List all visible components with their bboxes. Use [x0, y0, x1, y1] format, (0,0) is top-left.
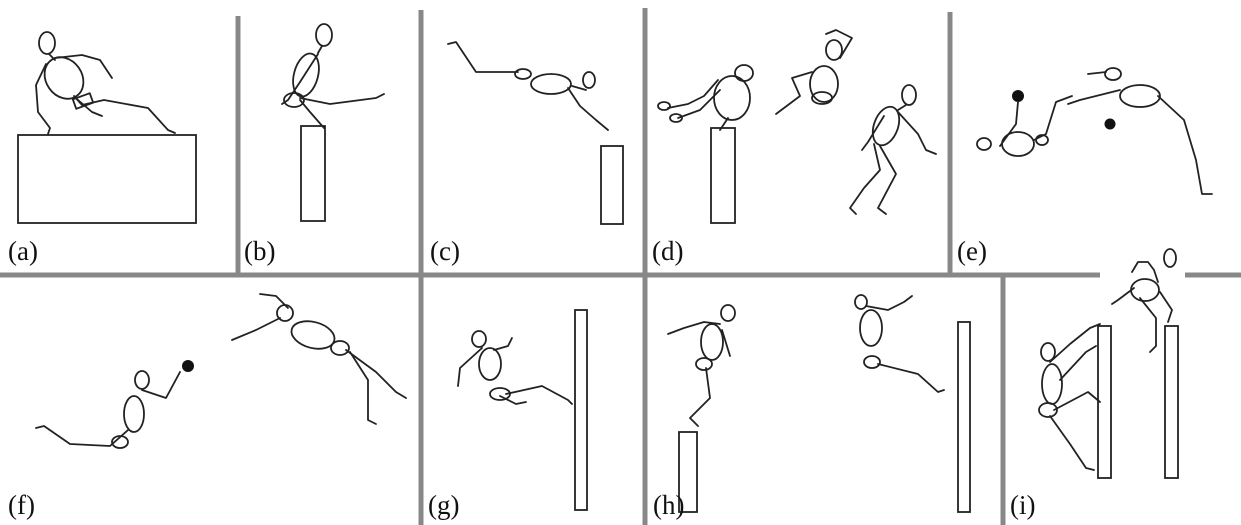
panel-label-e: (e): [957, 236, 987, 266]
panel-c-illustration: [448, 42, 623, 224]
box-obstacle: [18, 135, 196, 223]
panel-i-illustration: [1039, 249, 1178, 478]
panel-label-c: (c): [430, 236, 460, 266]
panel-h-illustration: [668, 295, 970, 512]
panel-d-illustration: [658, 30, 936, 223]
target-ball: [1105, 119, 1116, 130]
panel-e-illustration: [977, 68, 1212, 194]
panel-a-illustration: [18, 32, 196, 223]
panel-label-d: (d): [652, 236, 683, 266]
panel-f-illustration: [36, 294, 406, 448]
panel-label-i: (i): [1010, 490, 1035, 520]
panel-dividers: [0, 8, 1241, 525]
panel-label-f: (f): [8, 490, 35, 520]
panel-g-illustration: [458, 310, 587, 510]
wall-obstacle: [575, 310, 587, 510]
wall-obstacle: [958, 322, 970, 512]
post-obstacle: [711, 128, 735, 223]
target-ball: [182, 360, 194, 372]
post-obstacle: [301, 126, 325, 221]
panel-b-illustration: [282, 24, 384, 221]
post-obstacle: [601, 146, 623, 224]
panel-label-a: (a): [8, 236, 38, 266]
panel-label-g: (g): [428, 490, 459, 520]
target-ball: [1012, 90, 1024, 102]
panel-label-b: (b): [244, 236, 275, 266]
panel-label-h: (h): [653, 490, 684, 520]
wall-obstacle: [1165, 326, 1178, 478]
